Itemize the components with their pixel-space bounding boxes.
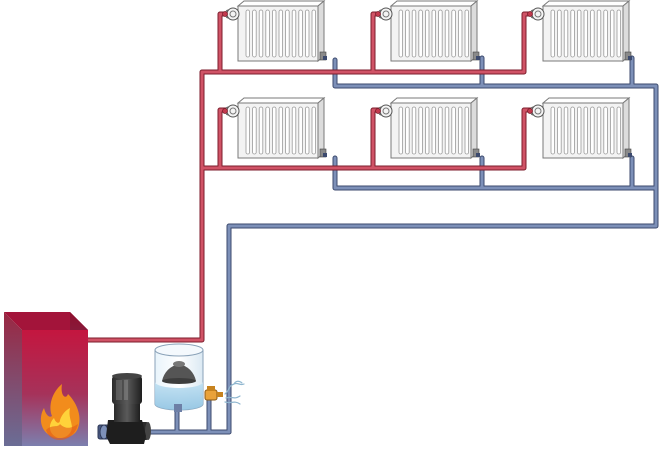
radiator-group: [222, 0, 632, 160]
thermostatic-valve-icon: [527, 104, 545, 118]
valve-icon: [204, 386, 223, 401]
radiator-lower-middle: [375, 96, 480, 160]
radiator-upper-left: [222, 0, 327, 63]
thermostatic-valve-icon: [375, 7, 393, 21]
return-fitting-icon: [472, 51, 480, 61]
expansion-tank: [154, 343, 204, 412]
steam-icon: [224, 380, 245, 405]
thermostatic-valve-icon: [222, 104, 240, 118]
boiler: [4, 312, 88, 446]
radiator-lower-left: [222, 96, 327, 160]
supply-piping: [85, 11, 535, 343]
thermostatic-valve-icon: [527, 7, 545, 21]
return-fitting-icon: [319, 51, 327, 61]
return-fitting-icon: [624, 148, 632, 158]
safety-valve: [204, 380, 245, 405]
thermostatic-valve-icon: [222, 7, 240, 21]
tank-icon: [154, 343, 204, 412]
radiator-upper-middle: [375, 0, 480, 63]
flame-icon: [40, 384, 80, 440]
radiator-upper-right: [527, 0, 632, 63]
thermostatic-valve-icon: [375, 104, 393, 118]
return-fitting-icon: [319, 148, 327, 158]
pump-icon: [97, 373, 151, 444]
return-fitting-icon: [624, 51, 632, 61]
return-fitting-icon: [472, 148, 480, 158]
radiator-lower-right: [527, 96, 632, 160]
circulation-pump: [97, 373, 151, 444]
